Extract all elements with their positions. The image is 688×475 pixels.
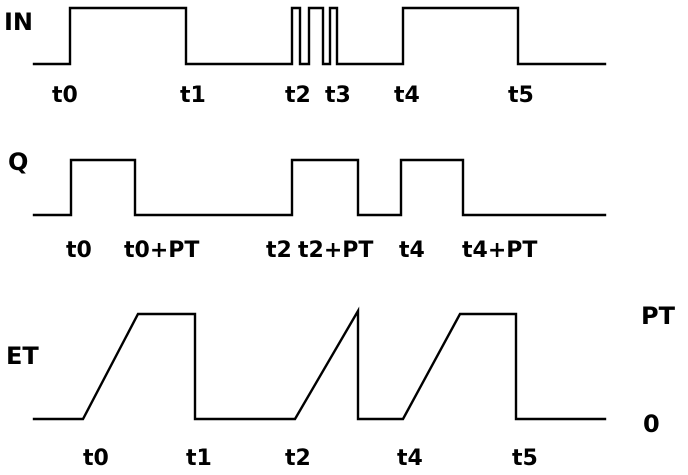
et-tick-t4: t4 (397, 446, 423, 471)
q-tick-t4-pt: t4+PT (462, 238, 537, 263)
et-waveform (32, 306, 607, 421)
in-signal-label: IN (4, 8, 33, 36)
et-tick-t2: t2 (285, 446, 311, 471)
in-signal-group: IN t0 t1 t2 t3 t4 t5 (4, 6, 607, 108)
in-tick-t2: t2 (285, 83, 311, 108)
q-tick-t4: t4 (399, 238, 425, 263)
q-waveform (32, 158, 607, 217)
in-tick-t4: t4 (394, 83, 420, 108)
in-waveform (32, 6, 607, 66)
et-level-low-label: 0 (643, 410, 660, 438)
in-tick-t1: t1 (180, 83, 206, 108)
q-tick-t2: t2 (266, 238, 292, 263)
q-tick-t0: t0 (66, 238, 92, 263)
in-tick-t5: t5 (508, 83, 534, 108)
et-signal-label: ET (6, 342, 39, 370)
et-signal-group: ET PT 0 t0 t1 t2 t4 t5 (6, 302, 676, 471)
et-tick-t1: t1 (186, 446, 212, 471)
et-tick-t5: t5 (512, 446, 538, 471)
q-tick-t2-pt: t2+PT (298, 238, 373, 263)
q-signal-label: Q (8, 148, 28, 176)
in-tick-t0: t0 (52, 83, 78, 108)
in-tick-t3: t3 (325, 83, 351, 108)
q-signal-group: Q t0 t0+PT t2 t2+PT t4 t4+PT (8, 148, 607, 263)
et-tick-t0: t0 (83, 446, 109, 471)
q-tick-t0-pt: t0+PT (124, 238, 199, 263)
et-level-high-label: PT (641, 302, 676, 330)
